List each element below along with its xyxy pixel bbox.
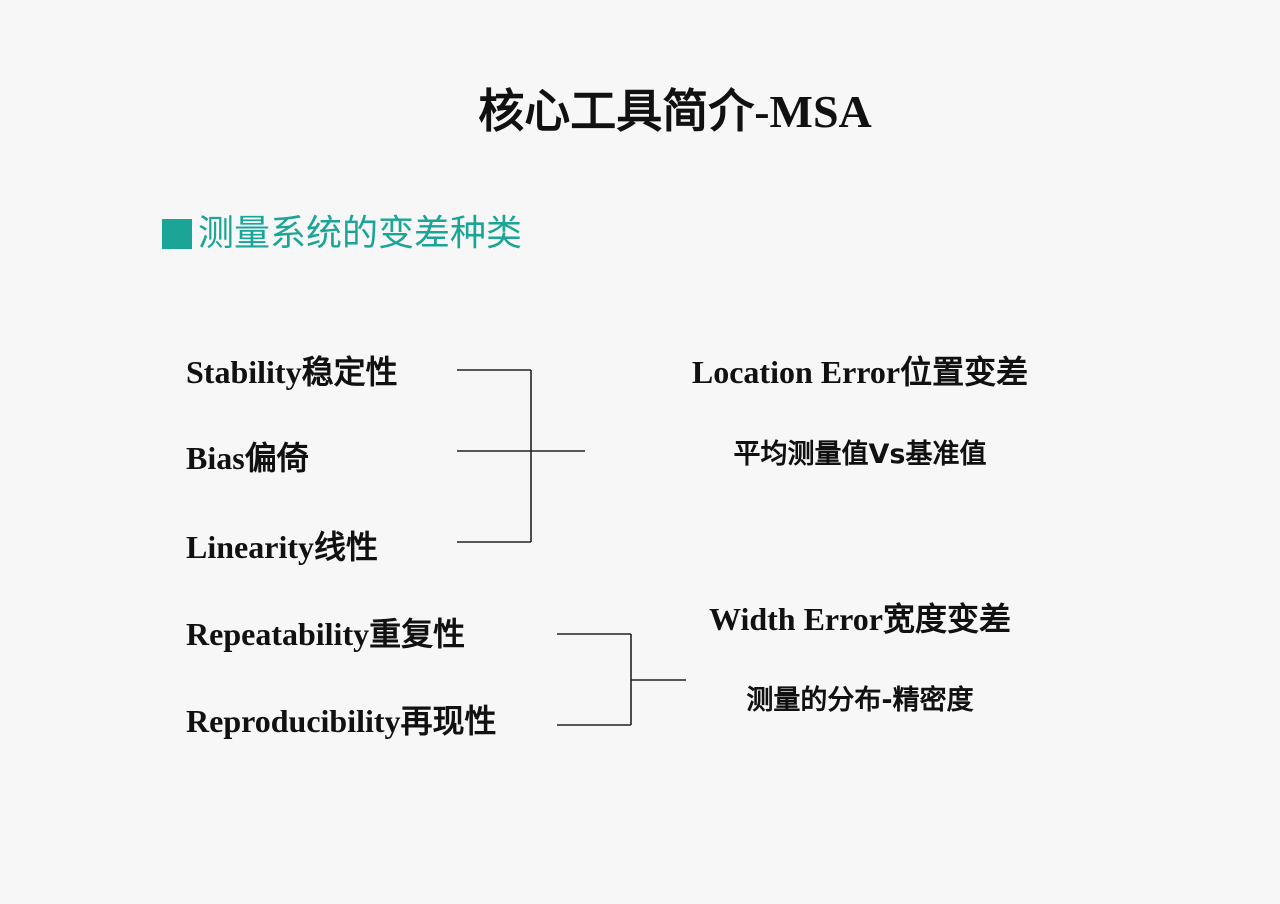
location-bracket xyxy=(457,369,585,543)
width-bracket xyxy=(557,633,686,726)
item-repeatability: Repeatability重复性 xyxy=(186,616,466,652)
square-bullet-icon xyxy=(162,219,192,249)
item-linearity: Linearity线性 xyxy=(186,529,378,565)
location-error-label: Location Error位置变差 xyxy=(691,354,1029,390)
section-heading: 测量系统的变差种类 xyxy=(162,206,522,262)
location-error-description: 平均测量值Vs基准值 xyxy=(733,439,987,470)
width-error-description: 测量的分布-精密度 xyxy=(746,685,974,716)
item-reproducibility: Reproducibility再现性 xyxy=(186,703,497,739)
section-heading-text: 测量系统的变差种类 xyxy=(198,213,523,254)
item-bias: Bias偏倚 xyxy=(186,440,309,476)
width-error-label: Width Error宽度变差 xyxy=(709,601,1011,637)
slide-title: 核心工具简介-MSA xyxy=(478,86,872,137)
item-stability: Stability稳定性 xyxy=(186,354,398,390)
